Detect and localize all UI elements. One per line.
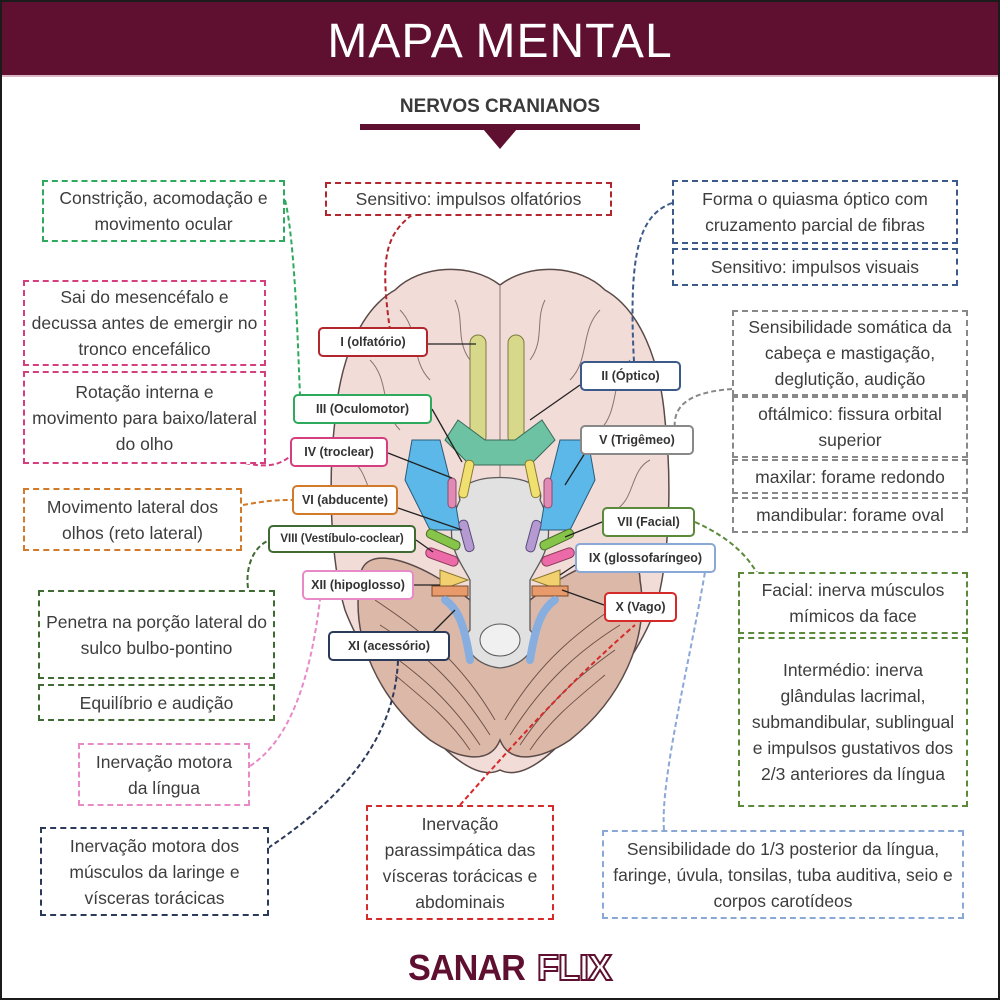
label-leaders [387,343,605,636]
connector-trigemeo [673,388,733,431]
nerve-label-V: V (Trigêmeo) [580,425,694,455]
connector-vestibulococlear [246,539,271,589]
header-banner: MAPA MENTAL [2,2,998,77]
hypoglossal-left [431,585,469,597]
connector-hipoglosso [249,599,321,767]
note-trigemeo-3: maxilar: forame redondo [732,459,968,494]
trochlear-left [447,477,457,509]
accessory-right [526,596,559,664]
oculomotor-right [524,459,541,499]
connector-vago [459,624,636,806]
note-facial-2: Intermédio: inerva glândulas lacrimal, s… [738,637,968,807]
nerve-label-III: III (Oculomotor) [293,394,432,424]
connector-optico [631,202,673,363]
optic-chiasm [444,419,556,466]
logo-text-flix: FLIX [536,946,613,989]
note-abducente: Movimento lateral dos olhos (reto latera… [23,488,242,551]
connector-oculomotor [284,199,301,396]
subtitle-underline [360,124,640,130]
vagus-fan-left [439,569,470,591]
note-olfatorio: Sensitivo: impulsos olfatórios [325,182,612,216]
nerve-label-II: II (Óptico) [580,361,681,391]
nerve-label-XII: XII (hipoglosso) [302,570,414,600]
connector-troclear [244,454,293,467]
nerve-label-XI: XI (acessório) [328,631,450,661]
note-trigemeo-4: mandibular: forame oval [732,497,968,533]
note-optico-1: Forma o quiasma óptico com cruzamento pa… [672,180,958,244]
note-optico-2: Sensitivo: impulsos visuais [672,248,958,286]
note-troclear-1: Sai do mesencéfalo e decussa antes de em… [23,280,266,366]
page-title: MAPA MENTAL [327,15,673,68]
connector-glossofaringeo [662,571,706,831]
connector-acessorio [267,659,399,849]
logo-text-sanar: SANAR [408,947,526,988]
subtitle-arrow-icon [483,129,517,149]
nerve-label-VI: VI (abducente) [292,485,398,515]
sanarflix-logo: SANAR FLIX [408,946,613,989]
vestibulocochlear-left [425,547,459,567]
nerve-label-I: I (olfatório) [318,327,428,357]
note-oculomotor: Constrição, acomodação e movimento ocula… [42,180,285,242]
vestibulocochlear-right [541,547,575,567]
note-troclear-2: Rotação interna e movimento para baixo/l… [23,371,266,464]
trochlear-right [543,477,553,509]
note-facial-1: Facial: inerva músculos mímicos da face [738,572,968,634]
note-hipoglosso: Inervação motora da língua [78,743,250,806]
subtitle: NERVOS CRANIANOS [399,96,601,117]
note-trigemeo-1: Sensibilidade somática da cabeça e masti… [732,310,968,396]
abducens-right [525,519,542,553]
olfactory-bulb-right [507,334,525,446]
vagus-fan-right [530,569,561,591]
nerve-label-X: X (Vago) [604,592,677,622]
oculomotor-left [458,459,475,499]
note-trigemeo-2: oftálmico: fissura orbital superior [732,396,968,458]
connector-abducente [242,499,293,506]
nerve-label-IX: IX (glossofaríngeo) [575,543,716,573]
hypoglossal-right [531,585,569,597]
nerve-label-VIII: VIII (Vestíbulo-coclear) [268,525,416,553]
facial-left [425,528,461,551]
note-glossofaringeo: Sensibilidade do 1/3 posterior da língua… [602,830,964,919]
connector-olfatorio [384,214,413,331]
facial-right [539,528,575,551]
note-vestibulococlear-2: Equilíbrio e audição [38,684,275,721]
accessory-left [441,596,474,664]
abducens-left [458,519,475,553]
note-acessorio: Inervação motora dos músculos da laringe… [40,827,269,916]
note-vago: Inervação parassimpática das vísceras to… [366,805,554,920]
note-vestibulococlear-1: Penetra na porção lateral do sulco bulbo… [38,590,275,679]
medulla-section [479,623,521,657]
nerve-label-IV: IV (troclear) [290,437,388,467]
olfactory-bulb-left [469,334,487,446]
nerve-label-VII: VII (Facial) [602,507,695,537]
